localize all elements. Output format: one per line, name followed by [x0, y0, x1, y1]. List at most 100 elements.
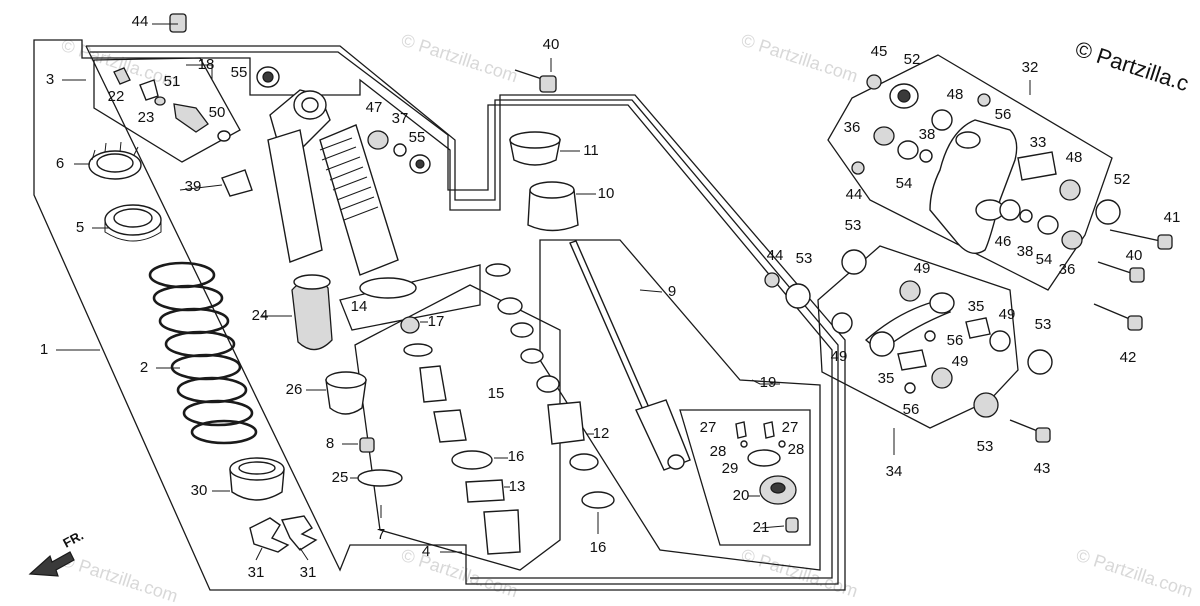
- front-direction-label: FR.: [60, 528, 86, 551]
- callout-c32: 32: [1022, 59, 1039, 76]
- valve-stack-left: [403, 343, 521, 555]
- callout-c7: 7: [377, 526, 385, 543]
- callout-c12: 12: [593, 425, 610, 442]
- nut-44: [169, 13, 187, 33]
- callout-c33: 33: [1030, 134, 1047, 151]
- callout-c46: 46: [995, 233, 1012, 250]
- callout-c8: 8: [326, 435, 334, 452]
- shock-arm: [866, 74, 1121, 254]
- callout-c28a: 28: [710, 443, 727, 460]
- callout-c48a: 48: [947, 86, 964, 103]
- callout-c22: 22: [108, 88, 125, 105]
- frame-inner-1: [85, 45, 839, 585]
- callout-c44b: 44: [846, 186, 863, 203]
- callout-c4: 4: [422, 543, 430, 560]
- callout-c43: 43: [1034, 460, 1051, 477]
- callout-c52a: 52: [904, 51, 921, 68]
- callout-c53a: 53: [845, 217, 862, 234]
- bushing-55-top: [256, 66, 280, 88]
- front-arrow-icon: [28, 551, 75, 577]
- watermark: © Partzilla.com: [739, 545, 861, 602]
- callout-c28b: 28: [788, 441, 805, 458]
- callout-labels: 1234567891011121314151616171819202122232…: [40, 13, 1181, 581]
- frame-damper-rod: [539, 239, 821, 571]
- callout-c21: 21: [753, 519, 770, 536]
- frame-linkage-assembly: [817, 245, 1019, 429]
- callout-c36a: 36: [844, 119, 861, 136]
- frame-inner-2: [90, 51, 833, 579]
- label-39: [221, 169, 253, 197]
- callout-c56b: 56: [947, 332, 964, 349]
- damper-rod-9: [569, 240, 691, 471]
- callout-c56c: 56: [903, 401, 920, 418]
- callout-c17: 17: [428, 313, 445, 330]
- callout-c16: 16: [508, 448, 525, 465]
- callout-c9: 9: [668, 283, 676, 300]
- seal-26: [325, 371, 367, 415]
- stopper-31: [249, 515, 318, 553]
- callout-c42: 42: [1120, 349, 1137, 366]
- callout-c16b: 16: [590, 539, 607, 556]
- rod-bumper-10: [527, 181, 579, 232]
- callout-c54b: 54: [1036, 251, 1053, 268]
- callout-c48b: 48: [1066, 149, 1083, 166]
- frame-bracket-17: [339, 264, 481, 331]
- callout-c30: 30: [191, 482, 208, 499]
- linkage-parts: [764, 161, 1053, 418]
- ring-nut-6: [88, 141, 142, 180]
- callout-c11: 11: [583, 142, 599, 159]
- callout-c38a: 38: [919, 126, 936, 143]
- callout-c41: 41: [1164, 209, 1181, 226]
- callout-c6: 6: [56, 155, 64, 172]
- callout-c10: 10: [598, 185, 615, 202]
- callout-c14: 14: [351, 298, 368, 315]
- callout-c53b: 53: [796, 250, 813, 267]
- lock-nut-5: [104, 204, 162, 242]
- callout-c35b: 35: [878, 370, 895, 387]
- callout-c47: 47: [366, 99, 383, 116]
- callout-c5: 5: [76, 219, 84, 236]
- circlip-25: [357, 469, 403, 487]
- callout-c31b: 31: [300, 564, 317, 581]
- callout-c44c: 44: [767, 247, 784, 264]
- callout-c54a: 54: [896, 175, 913, 192]
- bushing-group-top-center: [367, 130, 431, 174]
- callout-c53d: 53: [977, 438, 994, 455]
- parts: [88, 13, 1173, 555]
- callout-c31a: 31: [248, 564, 265, 581]
- callout-c29: 29: [722, 460, 739, 477]
- callout-c35a: 35: [968, 298, 985, 315]
- watermark: © Partzilla.com: [1074, 545, 1196, 602]
- bump-rubber-24: [291, 274, 333, 351]
- callout-c27a: 27: [700, 419, 717, 436]
- callout-c38b: 38: [1017, 243, 1034, 260]
- callout-c49c: 49: [831, 348, 848, 365]
- coil-spring-2: [148, 261, 258, 445]
- callout-c3: 3: [46, 71, 54, 88]
- callout-c25: 25: [332, 469, 349, 486]
- callout-c50: 50: [209, 104, 226, 121]
- valve-8: [359, 437, 375, 453]
- callout-c49b: 49: [999, 306, 1016, 323]
- callout-c23: 23: [138, 109, 155, 126]
- frame-adjuster: [93, 57, 241, 163]
- callout-c36b: 36: [1059, 261, 1076, 278]
- callout-c13: 13: [509, 478, 526, 495]
- watermark: © Partzilla.com: [739, 30, 861, 87]
- callout-c40b: 40: [1126, 247, 1143, 264]
- bolt-40-top: [514, 69, 557, 93]
- frame-reservoir: [679, 409, 811, 546]
- callout-c15: 15: [488, 385, 505, 402]
- nut-17: [400, 316, 420, 334]
- callout-c2: 2: [140, 359, 148, 376]
- callout-c26: 26: [286, 381, 303, 398]
- circlip-14: [359, 277, 417, 299]
- callout-c52b: 52: [1114, 171, 1131, 188]
- frame-valve-stack: [354, 284, 561, 571]
- callout-c24: 24: [252, 307, 269, 324]
- long-bolts: [1009, 229, 1173, 443]
- rod-cap-11: [509, 131, 561, 166]
- callout-c19: 19: [760, 374, 777, 391]
- adjuster-parts: [113, 67, 231, 142]
